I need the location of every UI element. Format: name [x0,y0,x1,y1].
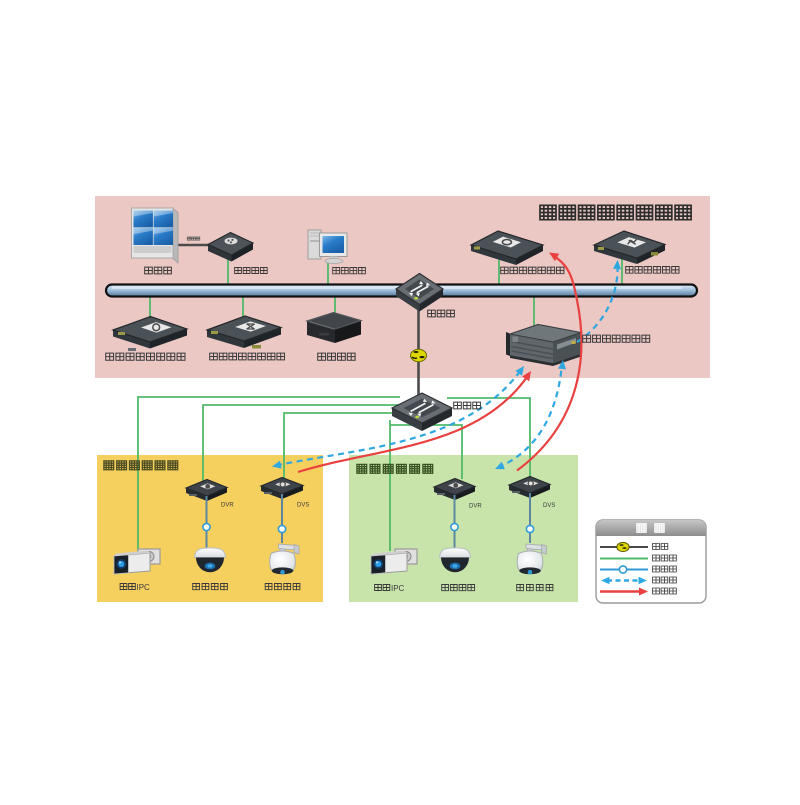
svg-text:DVS: DVS [543,503,555,509]
svg-text:IPC: IPC [137,583,151,592]
svg-text:DVR: DVR [469,504,482,510]
svg-text:IPC: IPC [391,584,405,593]
svg-text:DVS: DVS [297,503,309,509]
svg-text:DVR: DVR [221,503,234,509]
